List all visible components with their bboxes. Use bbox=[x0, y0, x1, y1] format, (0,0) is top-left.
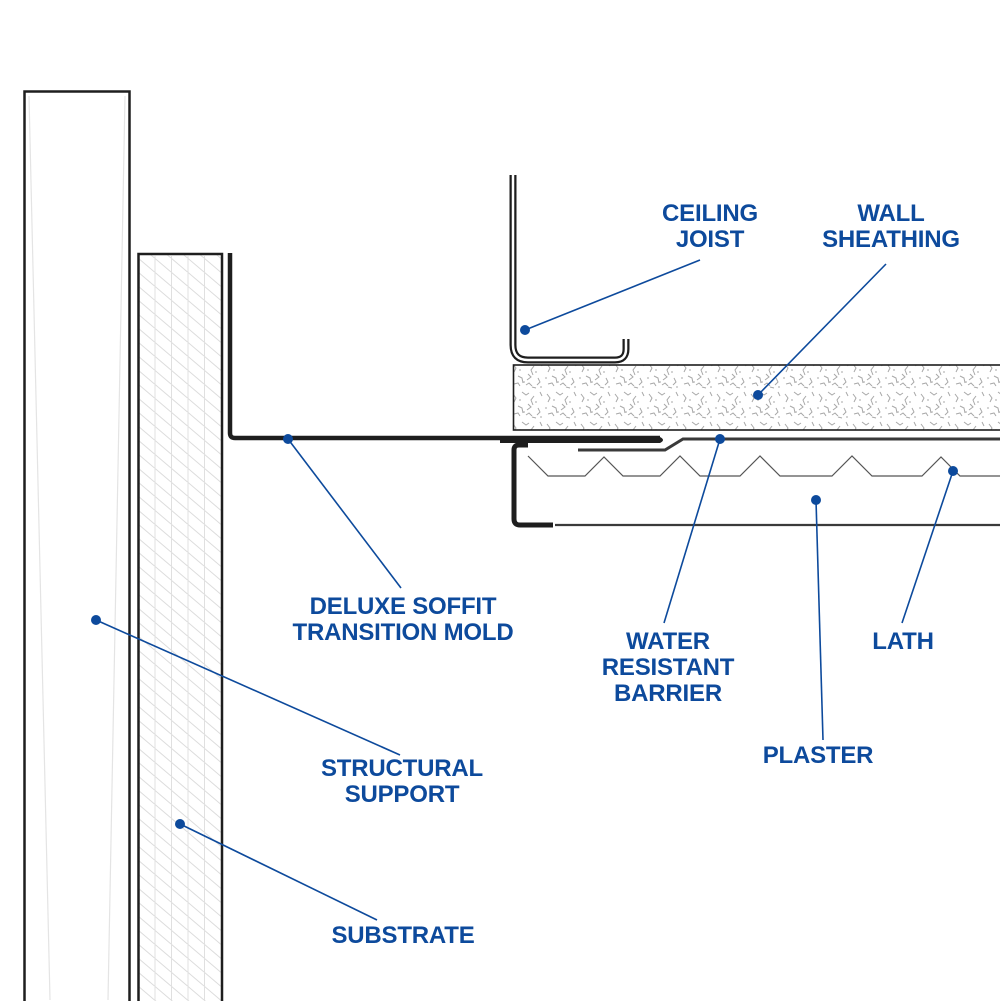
label-structural-support: STRUCTURAL SUPPORT bbox=[321, 755, 483, 808]
leader-ceiling-joist bbox=[524, 259, 701, 331]
dot-wall-sheathing bbox=[753, 390, 763, 400]
leader-structural-support bbox=[95, 619, 401, 756]
structural-support bbox=[23, 90, 131, 1001]
label-plaster: PLASTER bbox=[762, 742, 874, 769]
leader-substrate bbox=[179, 823, 378, 921]
leader-lines bbox=[95, 259, 954, 921]
dot-plaster bbox=[811, 495, 821, 505]
dot-soffit-mold bbox=[283, 434, 293, 444]
leader-dots bbox=[91, 325, 958, 829]
lath bbox=[527, 455, 1000, 477]
label-ceiling-joist: CEILING JOIST bbox=[662, 200, 758, 253]
leader-wall-sheathing bbox=[757, 263, 887, 396]
dot-substrate bbox=[175, 819, 185, 829]
dot-structural-support bbox=[91, 615, 101, 625]
leader-soffit-mold bbox=[287, 438, 402, 589]
dot-lath bbox=[948, 466, 958, 476]
water-resistant-barrier bbox=[578, 437, 1000, 452]
plaster-casing bbox=[511, 442, 1000, 528]
label-lath: LATH bbox=[872, 628, 934, 655]
label-water-barrier: WATER RESISTANT BARRIER bbox=[601, 628, 735, 707]
leader-lath bbox=[901, 470, 954, 624]
soffit-transition-mold bbox=[227, 253, 663, 443]
label-substrate: SUBSTRATE bbox=[331, 922, 475, 949]
ceiling-joist bbox=[509, 175, 630, 364]
label-soffit-mold: DELUXE SOFFIT TRANSITION MOLD bbox=[292, 593, 514, 646]
dot-ceiling-joist bbox=[520, 325, 530, 335]
label-wall-sheathing: WALL SHEATHING bbox=[822, 200, 960, 253]
substrate bbox=[137, 252, 224, 1001]
dot-water-barrier bbox=[715, 434, 725, 444]
leader-plaster bbox=[815, 499, 824, 741]
leader-water-barrier bbox=[663, 438, 721, 624]
